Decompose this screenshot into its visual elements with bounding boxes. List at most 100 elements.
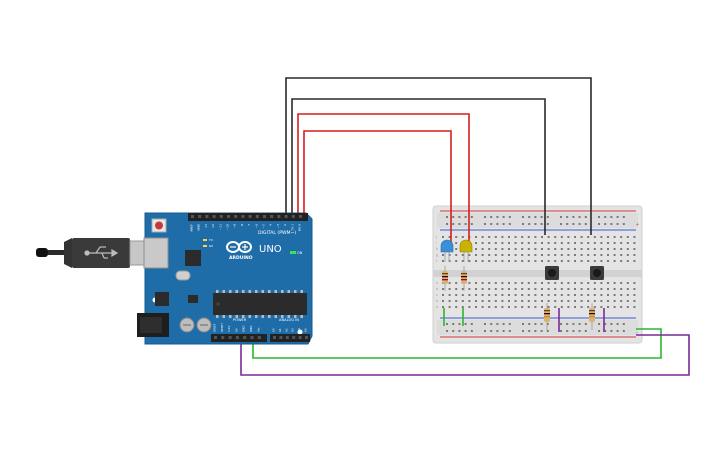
bb-hole [488,300,491,302]
bb-hole [620,260,623,262]
bb-hole [514,282,517,284]
arduino-brand: ARDUINO [229,255,253,261]
bb-hole [468,306,471,308]
chip-pin [255,290,258,293]
pushbutton-1[interactable] [545,266,559,280]
atmega-chip [213,293,307,315]
led-blue[interactable] [440,239,454,262]
bb-hole [508,254,510,256]
digital-pin[interactable] [227,215,230,218]
bb-hole [527,294,530,296]
bb-hole [508,288,510,290]
resistor-4[interactable] [589,303,595,330]
power-pin[interactable] [214,336,217,339]
bb-hole [613,242,616,244]
bb-hole [541,300,543,302]
arduino-infinity-logo [226,241,252,253]
led-yellow[interactable] [459,239,473,262]
power-pin[interactable] [243,336,247,339]
bb-hole [554,248,557,250]
wire-gnd[interactable] [240,332,690,376]
bb-hole [633,288,636,290]
wire-led-yellow[interactable] [297,113,470,243]
bb-hole [547,306,550,308]
digital-pin[interactable] [299,215,302,218]
bb-hole [461,300,464,302]
bb-hole [455,288,458,290]
analog-pin[interactable] [292,336,296,339]
digital-pin[interactable] [284,215,288,218]
chip-pin [216,315,219,318]
bb-hole [633,306,636,308]
power-pin[interactable] [221,336,225,339]
chip-pin [261,315,264,318]
wire-button-1[interactable] [291,98,546,235]
resistor-3[interactable] [544,303,550,330]
bb-hole [534,260,537,262]
bb-hole [448,282,451,284]
bb-rail-hole [622,216,625,218]
bb-hole [442,306,444,308]
digital-pin[interactable] [198,215,202,218]
power-header-label: POWER [233,318,247,322]
pushbutton-2[interactable] [590,266,604,280]
usb-cable[interactable] [36,238,157,268]
bb-rail-hole [572,223,575,225]
power-pin-label: Vin [256,327,260,332]
bb-row-letter: b [436,299,438,303]
bb-hole [534,254,537,256]
bb-hole [580,260,583,262]
digital-pin[interactable] [205,215,209,218]
power-pin[interactable] [257,336,261,339]
bb-hole [501,282,504,284]
bb-rail-hole [598,223,600,225]
bb-hole [455,248,458,250]
bb-hole [534,294,537,296]
bb-rail-hole [572,216,575,218]
bb-hole [461,294,464,296]
bb-hole [442,294,444,296]
digital-pin[interactable] [263,215,266,218]
digital-pin[interactable] [191,215,194,218]
power-pin[interactable] [250,336,254,339]
digital-pin[interactable] [248,215,252,218]
analog-pin-label: A0 [272,328,276,332]
digital-pin[interactable] [270,215,274,218]
resistor-2[interactable] [461,266,467,291]
digital-pin-label: 2 [283,224,287,226]
bb-hole [481,248,484,250]
bb-hole [574,260,576,262]
digital-pin[interactable] [277,215,281,218]
digital-pin-label: ~6 [254,224,258,229]
bb-hole [607,248,609,250]
bb-hole [527,306,530,308]
bb-hole [488,248,491,250]
wire-5v[interactable] [252,328,662,359]
digital-pin[interactable] [212,215,216,218]
bb-rail-hole [584,330,587,332]
analog-pin[interactable] [279,336,283,339]
power-pin[interactable] [235,336,239,339]
resistor-1[interactable] [442,266,448,291]
bb-hole [613,260,616,262]
analog-pin[interactable] [305,336,308,339]
bb-hole [554,260,557,262]
wire-button-2[interactable] [285,77,592,235]
analog-pin[interactable] [285,336,289,339]
power-pin-label: GND [249,326,253,332]
digital-pin[interactable] [241,215,245,218]
wire-led-blue[interactable] [303,130,452,243]
digital-pin[interactable] [291,215,295,218]
bb-hole [587,254,590,256]
bb-hole [461,306,464,308]
analog-pin[interactable] [298,336,302,339]
digital-pin-label: ~3 [276,224,280,229]
analog-pin[interactable] [273,336,276,339]
bb-hole [508,300,510,302]
digital-pin[interactable] [234,215,238,218]
power-pin[interactable] [228,336,232,339]
bb-hole [534,248,537,250]
digital-pin[interactable] [255,215,259,218]
digital-pin[interactable] [219,215,223,218]
